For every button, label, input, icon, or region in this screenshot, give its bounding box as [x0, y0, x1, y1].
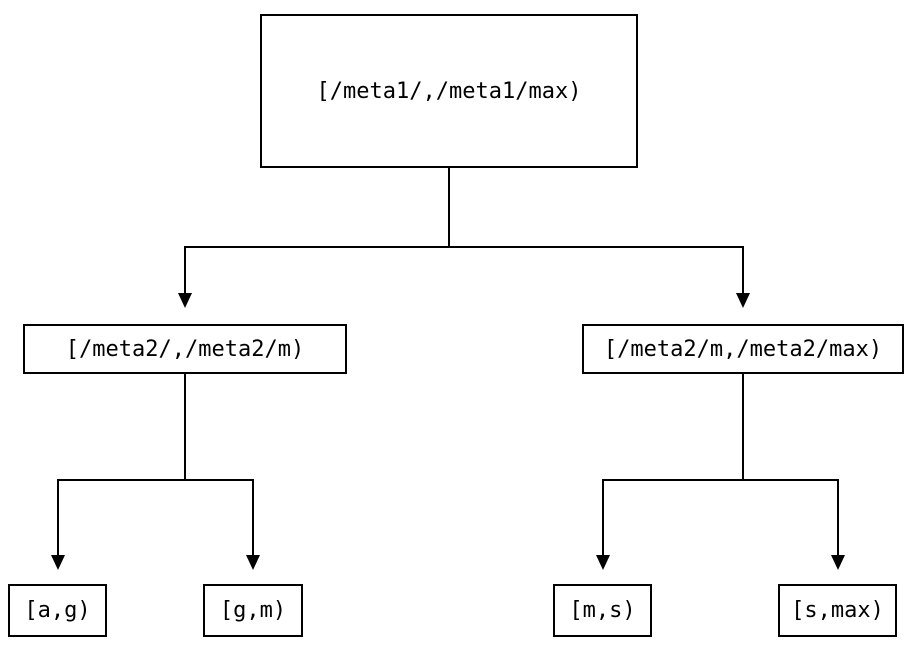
arrowhead-to-left-child: [178, 293, 192, 308]
arrowhead-to-right-child: [736, 293, 750, 308]
node-left-child-label: [/meta2/,/meta2/m): [65, 336, 305, 362]
node-leaf-a-g-label: [a,g): [24, 598, 91, 623]
node-leaf-s-max: [s,max): [778, 584, 897, 637]
arrowhead-to-leaf-smax: [831, 555, 845, 570]
arrowhead-to-leaf-ag: [51, 555, 65, 570]
node-leaf-s-max-label: [s,max): [791, 598, 884, 623]
edge-right-child-to-leaves: [596, 373, 845, 570]
edge-left-child-to-leaves: [51, 373, 260, 570]
node-left-child: [/meta2/,/meta2/m): [23, 324, 347, 374]
node-leaf-m-s: [m,s): [553, 584, 652, 637]
node-leaf-m-s-label: [m,s): [569, 598, 636, 623]
node-root: [/meta1/,/meta1/max): [260, 14, 638, 168]
node-right-child: [/meta2/m,/meta2/max): [582, 324, 904, 374]
node-leaf-g-m: [g,m): [203, 584, 303, 637]
node-right-child-label: [/meta2/m,/meta2/max): [603, 336, 883, 362]
node-leaf-g-m-label: [g,m): [219, 598, 287, 623]
node-root-label: [/meta1/,/meta1/max): [316, 78, 582, 104]
arrowhead-to-leaf-gm: [246, 555, 260, 570]
edge-root-to-children: [178, 167, 750, 308]
arrowhead-to-leaf-ms: [596, 555, 610, 570]
node-leaf-a-g: [a,g): [8, 584, 107, 637]
